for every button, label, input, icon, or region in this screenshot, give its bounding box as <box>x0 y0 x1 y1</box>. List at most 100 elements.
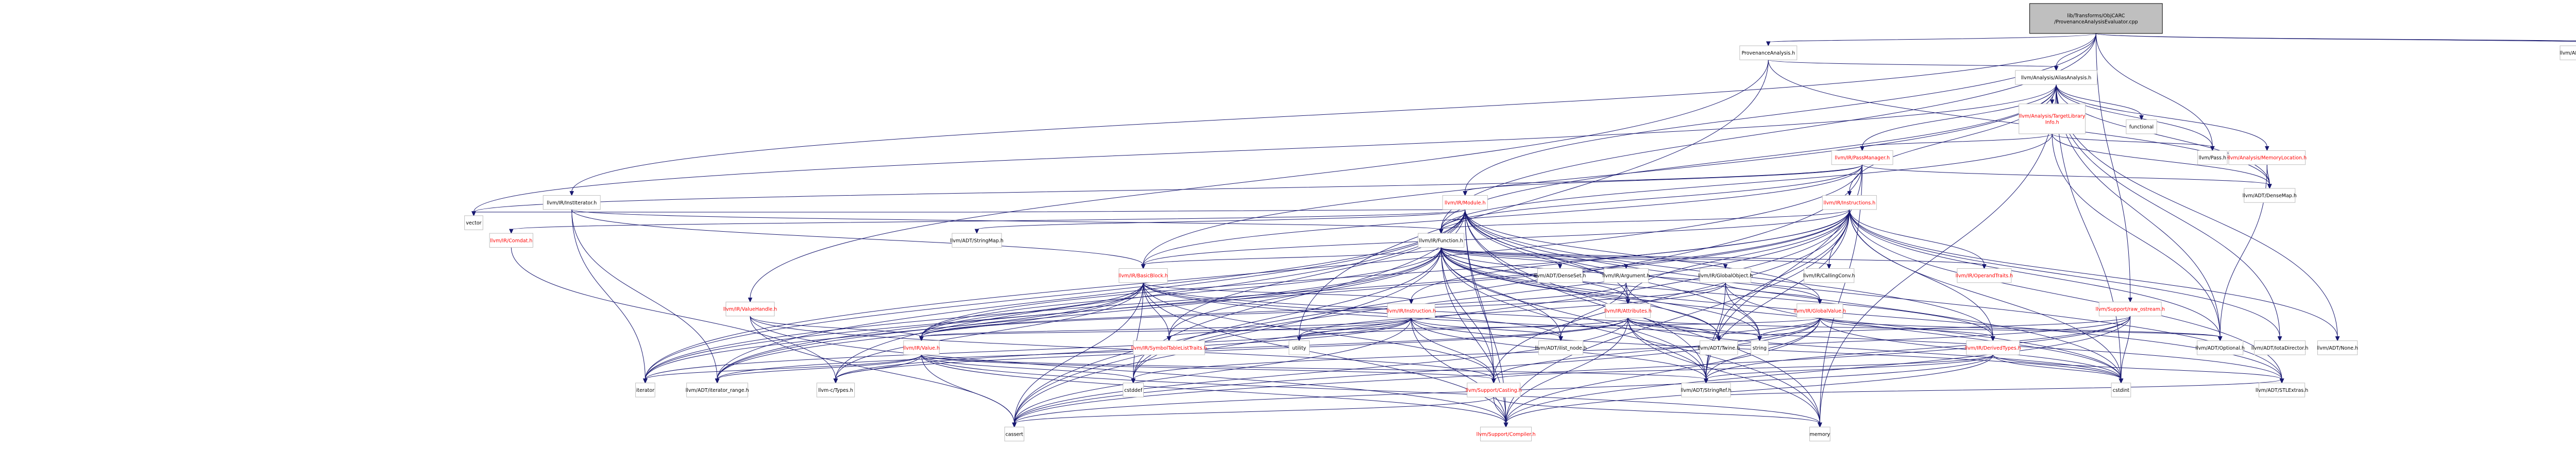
node-label: llvm/Analysis/TargetLibrary <box>2019 113 2086 119</box>
node-setvector[interactable]: llvm/ADT/SetVector.h <box>2560 45 2576 60</box>
node-attributes[interactable]: llvm/IR/Attributes.h <box>1604 303 1652 318</box>
edge-instructions-to-optional <box>1849 209 2223 341</box>
node-label: llvm/ADT/StringMap.h <box>950 238 1004 244</box>
node-label: llvm/IR/Argument.h <box>1602 273 1650 279</box>
node-provenance[interactable]: ProvenanceAnalysis.h <box>1739 45 1798 60</box>
edge-derivedtypes-to-stlextras <box>1992 354 2284 384</box>
node-rawostream[interactable]: llvm/Support/raw_ostream.h <box>2096 301 2165 317</box>
node-vector[interactable]: vector <box>464 215 483 230</box>
node-label: llvm/ADT/Optional.h <box>2195 346 2244 351</box>
edge-institerator-to-iterrange <box>571 209 720 384</box>
edge-globalobject-to-string <box>1725 282 1762 341</box>
node-ilistnode[interactable]: llvm/ADT/ilist_node.h <box>1535 340 1587 355</box>
node-iterator[interactable]: iterator <box>635 383 655 398</box>
node-cstdint[interactable]: cstdint <box>2111 383 2131 398</box>
node-label: llvm/IR/DerivedTypes.h <box>1965 346 2021 351</box>
node-passmanager[interactable]: llvm/IR/PassManager.h <box>1831 150 1893 165</box>
node-string[interactable]: string <box>1751 340 1769 355</box>
node-optional[interactable]: llvm/ADT/Optional.h <box>2195 340 2245 355</box>
node-label: ProvenanceAnalysis.h <box>1741 50 1795 56</box>
node-label: llvm/IR/Function.h <box>1419 238 1463 244</box>
edge-aliasanalysis-to-memloc <box>2056 84 2269 151</box>
node-basicblock[interactable]: llvm/IR/BasicBlock.h <box>1118 268 1168 283</box>
node-ctypes[interactable]: llvm-c/Types.h <box>816 383 855 398</box>
edge-function-to-callingconv <box>1440 247 1832 269</box>
node-root: lib/Transforms/ObjCARC/ProvenanceAnalysi… <box>2029 3 2163 34</box>
node-label: llvm/IR/BasicBlock.h <box>1118 273 1168 279</box>
node-label: llvm/ADT/None.h <box>2317 346 2358 351</box>
edge-derivedtypes-to-cstdint <box>1992 354 2124 384</box>
edge-casting-to-memory <box>1493 396 1822 428</box>
edge-aliasanalysis-to-densemap <box>2056 84 2272 189</box>
node-casting[interactable]: llvm/Support/Casting.h <box>1466 383 1522 398</box>
node-label: cassert <box>1006 431 1024 437</box>
node-comdat[interactable]: llvm/IR/Comdat.h <box>489 233 533 248</box>
edge-basicblock-to-instruction <box>1143 282 1414 305</box>
node-callingconv[interactable]: llvm/IR/CallingConv.h <box>1803 268 1855 283</box>
node-stringref[interactable]: llvm/ADT/StringRef.h <box>1681 383 1732 398</box>
node-label: llvm/ADT/Twine.h <box>1698 346 1740 351</box>
node-utility[interactable]: utility <box>1289 340 1310 355</box>
node-label: lib/Transforms/ObjCARC <box>2067 13 2125 19</box>
edge-function-to-basicblock <box>1141 247 1442 269</box>
edge-root-to-rawostream <box>2095 33 2133 303</box>
node-label: llvm/IR/CallingConv.h <box>1803 273 1855 279</box>
edge-globalobject-to-cstdint <box>1725 282 2124 384</box>
node-iotadirector[interactable]: llvm/ADT/IotaDirector.h <box>2251 340 2309 355</box>
node-label: functional <box>2129 125 2154 130</box>
node-iterrange[interactable]: llvm/ADT/iterator_range.h <box>686 383 749 398</box>
edge-module-to-stringmap <box>974 209 1466 234</box>
edge-function-to-operandtraits <box>1440 247 1987 269</box>
edge-instructions-to-function <box>1438 209 1850 234</box>
node-function[interactable]: llvm/IR/Function.h <box>1418 233 1465 248</box>
edge-instructions-to-iotadirector <box>1849 209 2282 341</box>
node-instructions[interactable]: llvm/IR/Instructions.h <box>1822 195 1877 210</box>
node-functional[interactable]: functional <box>2126 119 2157 134</box>
edge-root-to-passes <box>2095 33 2576 41</box>
edge-globalvalue-to-derivedtypes <box>1819 317 1995 341</box>
edge-root-to-aliasanalysis <box>2054 33 2096 72</box>
node-stlextras[interactable]: llvm/ADT/STLExtras.h <box>2256 383 2308 398</box>
edge-instructions-to-iterrange <box>715 209 1850 384</box>
node-stringmap[interactable]: llvm/ADT/StringMap.h <box>950 233 1004 248</box>
node-aliasanalysis[interactable]: llvm/Analysis/AliasAnalysis.h <box>2015 70 2097 85</box>
node-label: llvm/ADT/DenseMap.h <box>2243 193 2297 199</box>
node-label: llvm/Analysis/MemoryLocation.h <box>2228 156 2307 161</box>
node-globalvalue[interactable]: llvm/IR/GlobalValue.h <box>1794 303 1846 318</box>
node-pass[interactable]: llvm/Pass.h <box>2197 150 2228 165</box>
node-cstddef[interactable]: cstddef <box>1123 383 1144 398</box>
edge-attributes-to-stringref <box>1628 318 1708 384</box>
node-operandtraits[interactable]: llvm/IR/OperandTraits.h <box>1956 268 2013 283</box>
node-label: cstddef <box>1124 388 1143 393</box>
node-instruction[interactable]: llvm/IR/Instruction.h <box>1386 303 1436 318</box>
edge-value-to-iterator <box>643 354 922 384</box>
node-label: memory <box>1809 431 1830 437</box>
node-globalobject[interactable]: llvm/IR/GlobalObject.h <box>1698 268 1753 283</box>
edge-root-to-provenance <box>1766 33 2096 47</box>
node-module[interactable]: llvm/IR/Module.h <box>1442 195 1488 210</box>
edge-value-to-cstddef <box>921 354 1136 384</box>
node-memloc[interactable]: llvm/Analysis/MemoryLocation.h <box>2228 150 2307 165</box>
node-memory[interactable]: memory <box>1809 426 1831 442</box>
node-derivedtypes[interactable]: llvm/IR/DerivedTypes.h <box>1965 340 2021 355</box>
edge-rawostream-to-cassert <box>1012 316 2131 428</box>
node-value[interactable]: llvm/IR/Value.h <box>903 340 940 355</box>
node-valuehandle[interactable]: llvm/IR/ValueHandle.h <box>723 301 777 317</box>
edge-root-to-institerator <box>569 33 2096 196</box>
node-argument[interactable]: llvm/IR/Argument.h <box>1602 268 1650 283</box>
node-twine[interactable]: llvm/ADT/Twine.h <box>1698 340 1740 355</box>
node-denseset[interactable]: llvm/ADT/DenseSet.h <box>1534 268 1586 283</box>
edge-globalvalue-to-twine <box>1716 318 1820 341</box>
node-institerator[interactable]: llvm/IR/InstIterator.h <box>543 195 601 210</box>
node-densemap[interactable]: llvm/ADT/DenseMap.h <box>2243 188 2297 203</box>
edge-instructions-to-none <box>1849 209 2340 341</box>
node-compiler[interactable]: llvm/Support/Compiler.h <box>1476 426 1536 442</box>
node-none[interactable]: llvm/ADT/None.h <box>2317 340 2358 355</box>
node-symboltable[interactable]: llvm/IR/SymbolTableListTraits.h <box>1131 340 1207 355</box>
node-label: llvm/ADT/StringRef.h <box>1681 388 1731 393</box>
node-cassert[interactable]: cassert <box>1004 426 1025 442</box>
node-label: llvm/IR/ValueHandle.h <box>723 307 777 313</box>
edge-passmanager-to-function <box>1438 164 1863 234</box>
node-label: llvm/Support/raw_ostream.h <box>2096 307 2165 313</box>
